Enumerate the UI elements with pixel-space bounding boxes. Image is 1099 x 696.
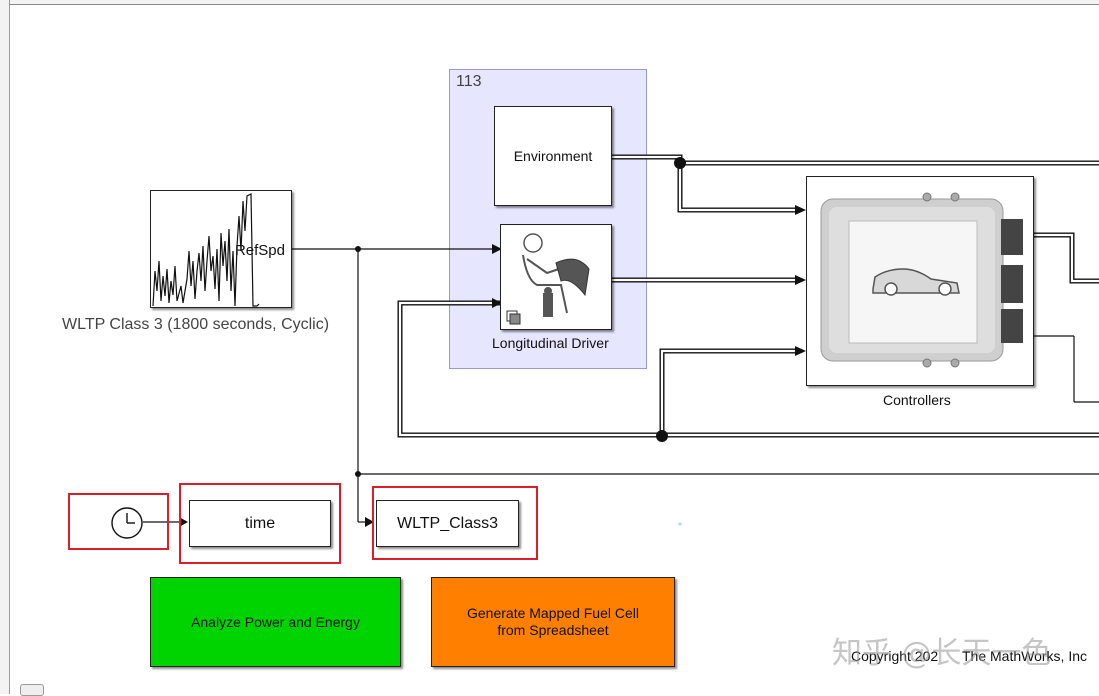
signal-plot-icon [152, 193, 260, 307]
driver-icon [506, 233, 590, 325]
environment-block[interactable]: Environment [494, 106, 612, 206]
time-block-label: time [244, 514, 276, 532]
area-label: 113 [456, 73, 482, 90]
wltp-class3-block[interactable]: WLTP_Class3 [376, 500, 519, 547]
clock-highlight [68, 493, 169, 550]
drive-cycle-source-name: WLTP Class 3 (1800 seconds, Cyclic) [62, 316, 330, 333]
controllers-block[interactable] [806, 176, 1034, 386]
clock-block[interactable] [110, 506, 144, 540]
generate-button-line1: Generate Mapped Fuel Cell [467, 605, 639, 621]
analyze-button-label: Analyze Power and Energy [191, 614, 360, 630]
car-ecu-icon [820, 192, 1023, 368]
clock-icon [111, 507, 143, 539]
time-highlight [179, 483, 341, 564]
copyright-text: Copyright 202 [851, 648, 939, 664]
time-to-workspace-block[interactable]: time [189, 500, 331, 547]
wltp-block-label: WLTP_Class3 [396, 514, 499, 532]
generate-fuel-cell-button[interactable]: Generate Mapped Fuel Cell from Spreadshe… [431, 577, 675, 667]
window-top-border [0, 0, 1099, 5]
wltp-highlight [372, 486, 538, 560]
controllers-label: Controllers [883, 392, 951, 408]
watermark-text: 知乎 @长天一色 [832, 636, 1052, 671]
analyze-power-energy-button[interactable]: Analyze Power and Energy [150, 577, 401, 667]
generate-button-line2: from Spreadsheet [497, 622, 609, 638]
canvas-corner-handle[interactable] [20, 684, 44, 696]
copyright-tail-text: The MathWorks, Inc [962, 648, 1088, 664]
drive-cycle-source-block[interactable]: RefSpd [150, 190, 292, 308]
environment-block-label: Environment [513, 148, 593, 164]
refspd-port-label: RefSpd [234, 242, 285, 259]
longitudinal-driver-block[interactable] [500, 224, 612, 330]
window-left-border [0, 0, 10, 694]
longitudinal-driver-label: Longitudinal Driver [492, 335, 609, 351]
